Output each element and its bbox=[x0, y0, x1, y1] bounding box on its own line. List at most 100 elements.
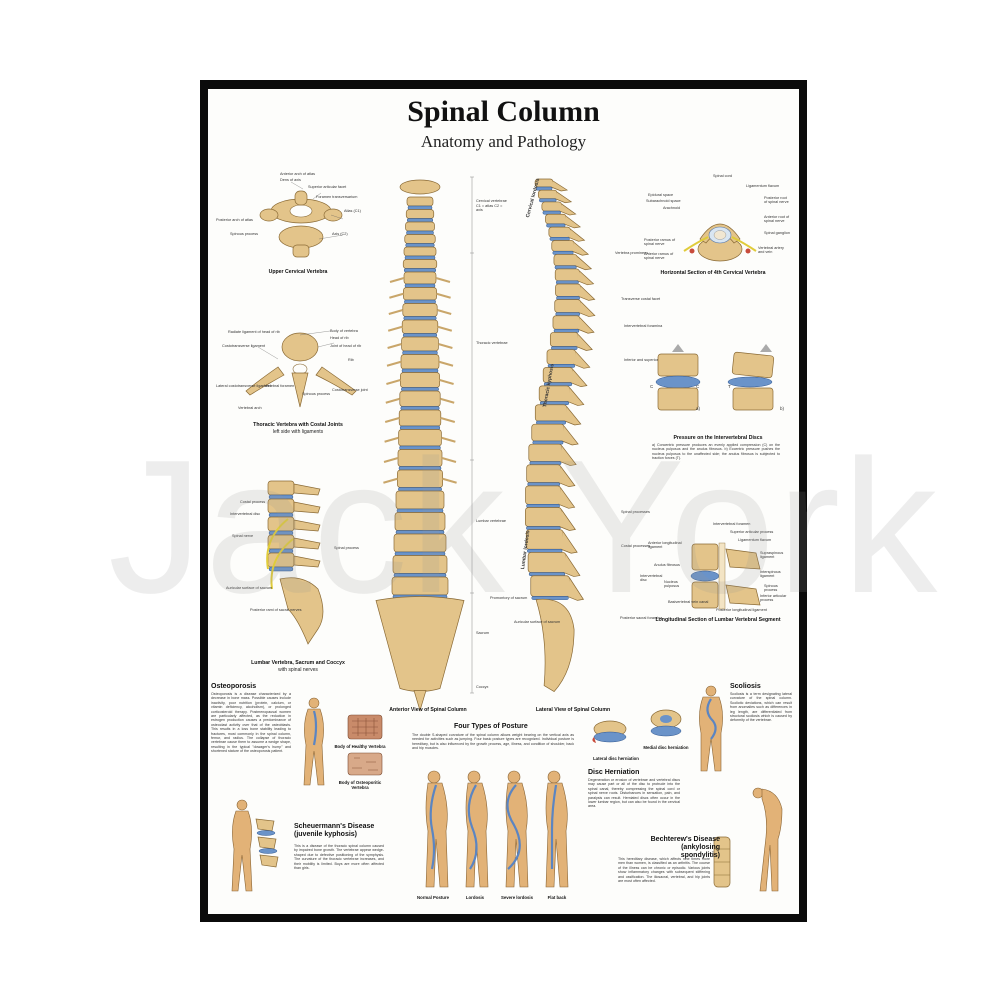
osteoporotic-vertebra-caption: Body of Osteoporitic Vertebra bbox=[338, 780, 382, 790]
vertebra-side bbox=[555, 283, 582, 297]
posture-figure bbox=[545, 770, 569, 888]
vertebra-body bbox=[405, 221, 435, 232]
disc-side bbox=[532, 440, 564, 445]
lateral-view-caption: Lateral View of Spinal Column bbox=[535, 707, 611, 713]
rib-stub bbox=[436, 292, 451, 299]
intervertebral-disc bbox=[398, 487, 442, 492]
spinous-process-side bbox=[576, 334, 593, 351]
spinous-process-side bbox=[568, 228, 586, 242]
region-coccyx: Coccyx bbox=[476, 685, 489, 689]
vertebra-side bbox=[554, 268, 580, 282]
lumbar-disc bbox=[268, 566, 294, 572]
label-nucleus-pulposus: Nucleus pulposus bbox=[664, 580, 680, 588]
label-anterior-ramus: Anterior ramus of spinal nerve bbox=[644, 252, 674, 260]
label-spinous-process-c: Spinous process bbox=[230, 232, 259, 236]
healthy-vertebra-image bbox=[347, 714, 383, 740]
vertebra-body bbox=[397, 449, 443, 467]
sacrum-side bbox=[535, 598, 575, 693]
figure-body bbox=[465, 782, 489, 888]
vertebra-body bbox=[402, 259, 438, 269]
rib-stub bbox=[383, 477, 398, 484]
disc-side bbox=[526, 504, 560, 508]
label-anulus-fibrosus: Anulus fibrosus bbox=[654, 563, 680, 567]
lumbar-segment-illustration bbox=[690, 542, 761, 610]
intervertebral-disc bbox=[407, 218, 433, 223]
vertebra-body bbox=[394, 512, 446, 531]
disc-side bbox=[553, 329, 580, 333]
vertebra-side bbox=[541, 201, 563, 212]
scoliosis-figure bbox=[699, 685, 723, 772]
rib-stub bbox=[389, 277, 405, 283]
posture-type-normal: Normal Posture bbox=[417, 895, 449, 900]
vertebra-side bbox=[525, 485, 561, 505]
region-thoracic: Thoracic vertebrae bbox=[476, 341, 508, 345]
vertebra-body bbox=[399, 390, 441, 407]
posture-text: The double S-shaped curvature of the spi… bbox=[412, 733, 574, 751]
label-epidural-space: Epidural space bbox=[648, 193, 674, 197]
rib-stub bbox=[389, 292, 404, 299]
label-posterior-longitudinal: Posterior longitudinal ligament bbox=[716, 608, 767, 612]
label-spinal-ganglion: Spinal ganglion bbox=[764, 231, 790, 235]
rib-stub bbox=[440, 417, 456, 423]
posture-figure bbox=[505, 770, 529, 888]
label-posterior-sacral-foramina: Posterior sacral foramina bbox=[620, 616, 663, 620]
disc-pressure-text: a) Concentric pressure produces an evenl… bbox=[652, 443, 780, 461]
vertebra-body bbox=[398, 429, 442, 447]
poster: Spinal Column Anatomy and Pathology Ante… bbox=[208, 89, 799, 914]
label-superior-facet: Superior articular facet bbox=[308, 185, 347, 189]
rib-stub bbox=[387, 325, 403, 332]
region-sacrum: Sacrum bbox=[476, 631, 490, 635]
osteoporotic-vertebra-image bbox=[347, 752, 383, 776]
disc-side bbox=[554, 265, 577, 270]
label-vertebral-artery: Vertebral artery and vein bbox=[758, 246, 784, 254]
rib-stub bbox=[441, 457, 457, 463]
label-basivertebral-vein: Basivertebral vein canal bbox=[668, 600, 709, 604]
label-posterior-ramus: Posterior ramus of spinal nerve bbox=[644, 238, 676, 246]
rib-stub bbox=[435, 277, 451, 283]
lumbar-process bbox=[293, 537, 321, 550]
label-radiate-ligament: Radiate ligament of head of rib bbox=[228, 330, 280, 334]
figure-head bbox=[547, 770, 561, 784]
spinous-process-side bbox=[575, 256, 593, 271]
spinous-process-side bbox=[550, 180, 569, 192]
medial-herniation-caption: Medial disc herniation bbox=[643, 745, 689, 750]
rib-stub bbox=[436, 309, 452, 315]
vertebra-side bbox=[551, 240, 575, 252]
label-costotransverse-ligament: Costotransverse ligament bbox=[222, 344, 266, 348]
osteoporosis-heading: Osteoporosis bbox=[211, 683, 257, 690]
rib-stub bbox=[439, 397, 455, 404]
vertebra-body bbox=[397, 469, 443, 488]
vertebra-side bbox=[554, 299, 582, 313]
vertebra-side bbox=[546, 349, 577, 365]
posture-heading: Four Types of Posture bbox=[454, 723, 528, 730]
spinous-process-side bbox=[558, 466, 576, 488]
label-posterior-root: Posterior root of spinal nerve bbox=[764, 196, 789, 204]
bechterew-heading: Bechterew's Disease (ankylosing spondyli… bbox=[650, 836, 720, 859]
label-ligamentum-flavum-l: Ligamentum flavum bbox=[738, 538, 772, 542]
vertebra-side bbox=[530, 575, 570, 597]
spinous-process-side bbox=[567, 577, 585, 601]
label-anterior-arch: Anterior arch of atlas bbox=[280, 172, 316, 176]
label-vertebral-arch: Vertebral arch bbox=[238, 406, 262, 410]
spinous-process-side bbox=[559, 203, 577, 216]
rib-stub bbox=[388, 309, 404, 315]
posture-type-severe: Severe lordosis bbox=[500, 895, 533, 900]
scheuermann-figure bbox=[231, 799, 253, 892]
label-spinal-process-l: Spinal process bbox=[334, 546, 359, 550]
label-joint-head-rib: Joint of head of rib bbox=[330, 344, 362, 348]
vertebra-side bbox=[552, 315, 581, 330]
figure-spine bbox=[429, 784, 438, 870]
medial-herniation-image bbox=[650, 709, 682, 737]
lumbar-body bbox=[267, 480, 295, 496]
figure-body bbox=[505, 782, 529, 888]
spinous-process-side bbox=[559, 509, 576, 531]
label-body-of-vertebra: Body of vertebra bbox=[330, 329, 358, 333]
label-ligamentum-flavum: Ligamentum flavum bbox=[746, 184, 780, 188]
posture-type-flat: Flat back bbox=[547, 895, 567, 900]
label-promontory: Promontory of sacrum bbox=[490, 596, 528, 600]
label-head-of-rib: Head of rib bbox=[330, 336, 349, 340]
lumbar-process bbox=[293, 501, 321, 514]
intervertebral-disc bbox=[402, 350, 438, 355]
vertebra-body bbox=[404, 234, 436, 244]
disc-side bbox=[555, 312, 581, 317]
